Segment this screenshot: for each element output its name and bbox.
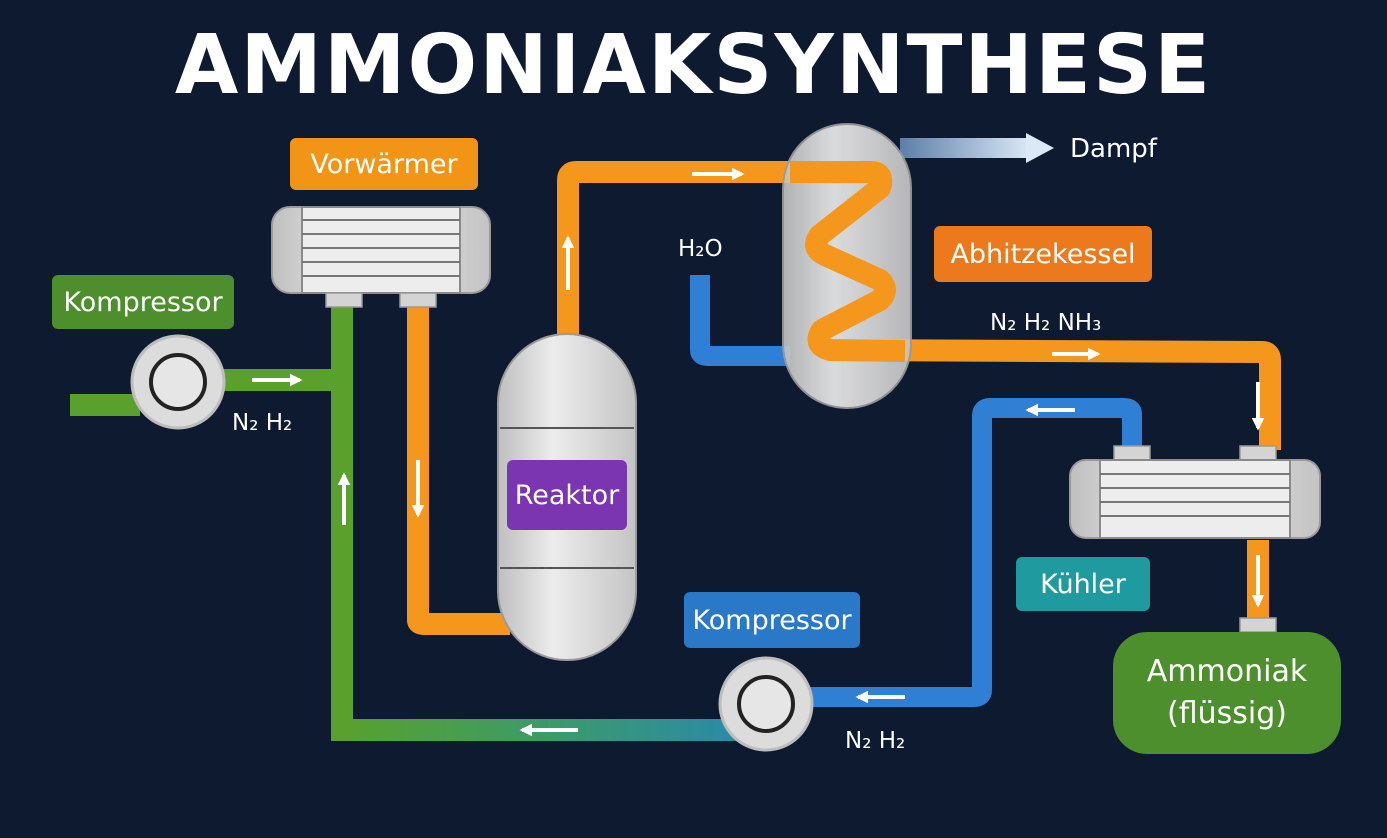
product-line1: Ammoniak (1146, 654, 1308, 689)
label-kompressor-left: Kompressor (52, 275, 234, 329)
cooler-gas-outlet-pipe (790, 398, 1142, 707)
label-kompressor-bottom: Kompressor (684, 592, 860, 648)
abhitzekessel-vessel (782, 123, 912, 409)
product-ammoniak: Ammoniak (flüssig) (1113, 632, 1341, 754)
kompressor-left-unit (130, 334, 226, 430)
product-line2: (flüssig) (1167, 696, 1287, 731)
preheater-to-reactor-pipe (407, 305, 510, 635)
kuehler-unit (1069, 445, 1321, 633)
flow-label-feed: N₂ H₂ (232, 410, 293, 436)
flow-label-water: H₂O (678, 236, 723, 262)
vorwaermer-unit (271, 206, 491, 308)
kompressor-bottom-unit (718, 656, 814, 752)
water-inlet-pipe (690, 275, 790, 366)
label-vorwaermer: Vorwärmer (290, 138, 478, 190)
label-reaktor: Reaktor (507, 460, 627, 530)
page-title: AMMONIAKSYNTHESE (174, 18, 1213, 113)
label-kuehler: Kühler (1016, 557, 1150, 611)
reactor-to-boiler-pipe (557, 161, 800, 335)
label-abhitzekessel: Abhitzekessel (934, 226, 1152, 282)
steam-arrow-head (1026, 133, 1054, 163)
flow-label-recycle: N₂ H₂ (845, 728, 906, 754)
flow-label-outlet: N₂ H₂ NH₃ (990, 310, 1102, 336)
flow-label-dampf: Dampf (1070, 134, 1157, 164)
